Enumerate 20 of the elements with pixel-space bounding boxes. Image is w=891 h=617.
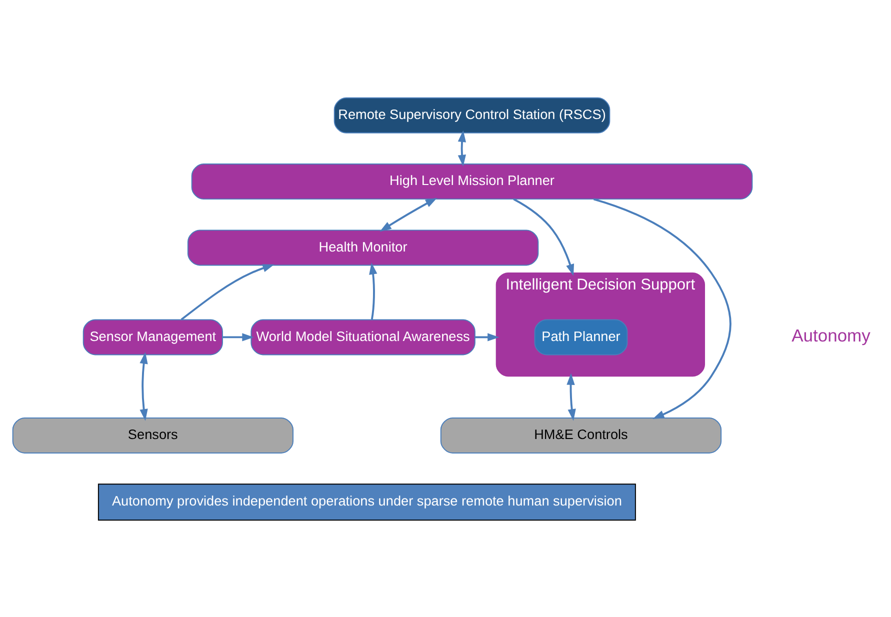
node-box: High Level Mission Planner [191,163,753,200]
arrow [513,198,574,276]
arrow [474,332,500,341]
arrow [593,198,732,419]
label: Autonomy [792,324,870,345]
node-box: Remote Supervisory Control Station (RSCS) [334,96,610,133]
arrow [222,332,254,341]
arrow [180,264,274,320]
node-box: Sensor Management [82,318,223,355]
arrow [566,372,576,420]
arrow [458,130,466,166]
node-box: Autonomy provides independent operations under sparse remote human supervision [98,483,636,520]
node-box: Sensors [12,416,294,453]
node-box: Health Monitor [187,229,539,266]
arrow [369,262,378,320]
node-box: HM&E Controls [440,416,722,453]
node-box: Path Planner [534,318,628,355]
arrow [380,197,438,232]
node-box: World Model Situational Awareness [250,318,476,355]
arrow [140,352,148,420]
